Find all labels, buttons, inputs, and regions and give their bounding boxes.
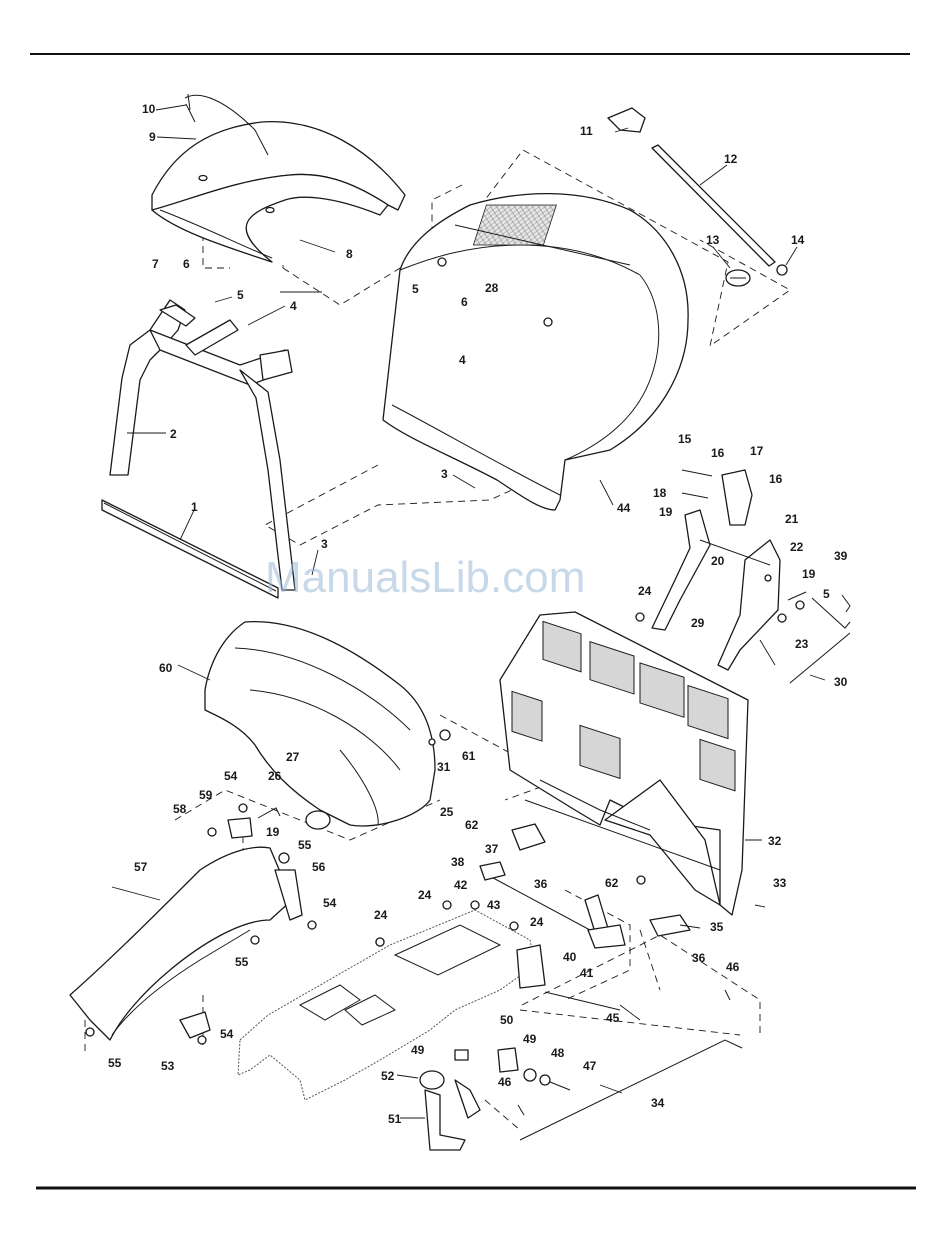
callout-16: 16 (711, 446, 725, 460)
callout-6: 6 (183, 257, 190, 271)
callout-31: 31 (437, 760, 451, 774)
callout-27: 27 (286, 750, 300, 764)
callout-2: 2 (170, 427, 177, 441)
callout-34: 34 (651, 1096, 665, 1110)
callout-12: 12 (724, 152, 738, 166)
callout-39: 39 (834, 549, 848, 563)
callout-54: 54 (224, 769, 238, 783)
callout-5: 5 (412, 282, 419, 296)
callout-5: 5 (823, 587, 830, 601)
watermark: ManualsLib.com (265, 553, 585, 602)
rear-cover-part (205, 622, 435, 829)
callout-52: 52 (381, 1069, 395, 1083)
callout-43: 43 (487, 898, 501, 912)
callout-17: 17 (750, 444, 764, 458)
callout-62: 62 (605, 876, 619, 890)
callout-11: 11 (580, 124, 593, 138)
callout-54: 54 (220, 1027, 234, 1041)
callout-45: 45 (606, 1011, 620, 1025)
callout-55: 55 (108, 1056, 122, 1070)
callout-24: 24 (418, 888, 432, 902)
callout-49: 49 (523, 1032, 537, 1046)
callout-22: 22 (790, 540, 804, 554)
callout-37: 37 (485, 842, 499, 856)
callout-4: 4 (459, 353, 466, 367)
callout-19: 19 (266, 825, 280, 839)
callout-44: 44 (617, 501, 631, 515)
callout-51: 51 (388, 1112, 402, 1126)
callout-58: 58 (173, 802, 187, 816)
callout-20: 20 (711, 554, 725, 568)
callout-26: 26 (268, 769, 282, 783)
callout-36: 36 (534, 877, 548, 891)
callout-46: 46 (498, 1075, 512, 1089)
bracket-assembly-part (636, 470, 850, 683)
callout-54: 54 (323, 896, 337, 910)
callout-15: 15 (678, 432, 692, 446)
callout-24: 24 (638, 584, 652, 598)
callout-33: 33 (773, 876, 787, 890)
bag-housing-part (383, 194, 688, 510)
callout-5: 5 (237, 288, 244, 302)
callout-57: 57 (134, 860, 148, 874)
callout-46: 46 (726, 960, 740, 974)
callout-24: 24 (374, 908, 388, 922)
callout-49: 49 (411, 1043, 425, 1057)
callout-18: 18 (653, 486, 667, 500)
callout-35: 35 (710, 920, 724, 934)
callout-42: 42 (454, 878, 468, 892)
bag-frame-part (500, 612, 748, 915)
callout-21: 21 (785, 512, 799, 526)
callout-19: 19 (659, 505, 673, 519)
callout-1: 1 (191, 500, 198, 514)
callout-62: 62 (465, 818, 479, 832)
callout-13: 13 (706, 233, 720, 247)
callout-3: 3 (441, 467, 448, 481)
callout-7: 7 (152, 257, 159, 271)
callout-16: 16 (769, 472, 783, 486)
callout-4: 4 (290, 299, 297, 313)
callout-6: 6 (461, 295, 468, 309)
callout-48: 48 (551, 1046, 565, 1060)
callout-8: 8 (346, 247, 353, 261)
callout-3: 3 (321, 537, 328, 551)
callout-24: 24 (530, 915, 544, 929)
callout-60: 60 (159, 661, 173, 675)
callout-25: 25 (440, 805, 454, 819)
seat-cover-part (152, 94, 405, 262)
bar-part (102, 500, 278, 598)
callout-47: 47 (583, 1059, 597, 1073)
callout-50: 50 (500, 1013, 514, 1027)
callout-55: 55 (298, 838, 312, 852)
callout-19: 19 (802, 567, 816, 581)
callout-59: 59 (199, 788, 213, 802)
callout-53: 53 (161, 1059, 175, 1073)
callout-14: 14 (791, 233, 805, 247)
callout-29: 29 (691, 616, 705, 630)
callout-23: 23 (795, 637, 809, 651)
callout-32: 32 (768, 834, 782, 848)
callout-41: 41 (580, 966, 594, 980)
callout-10: 10 (142, 102, 156, 116)
callout-40: 40 (563, 950, 577, 964)
callout-36: 36 (692, 951, 706, 965)
frame-part (110, 300, 295, 590)
callout-61: 61 (462, 749, 476, 763)
callout-28: 28 (485, 281, 499, 295)
callout-38: 38 (451, 855, 465, 869)
callout-9: 9 (149, 130, 156, 144)
callout-56: 56 (312, 860, 326, 874)
callout-30: 30 (834, 675, 848, 689)
callout-55: 55 (235, 955, 249, 969)
